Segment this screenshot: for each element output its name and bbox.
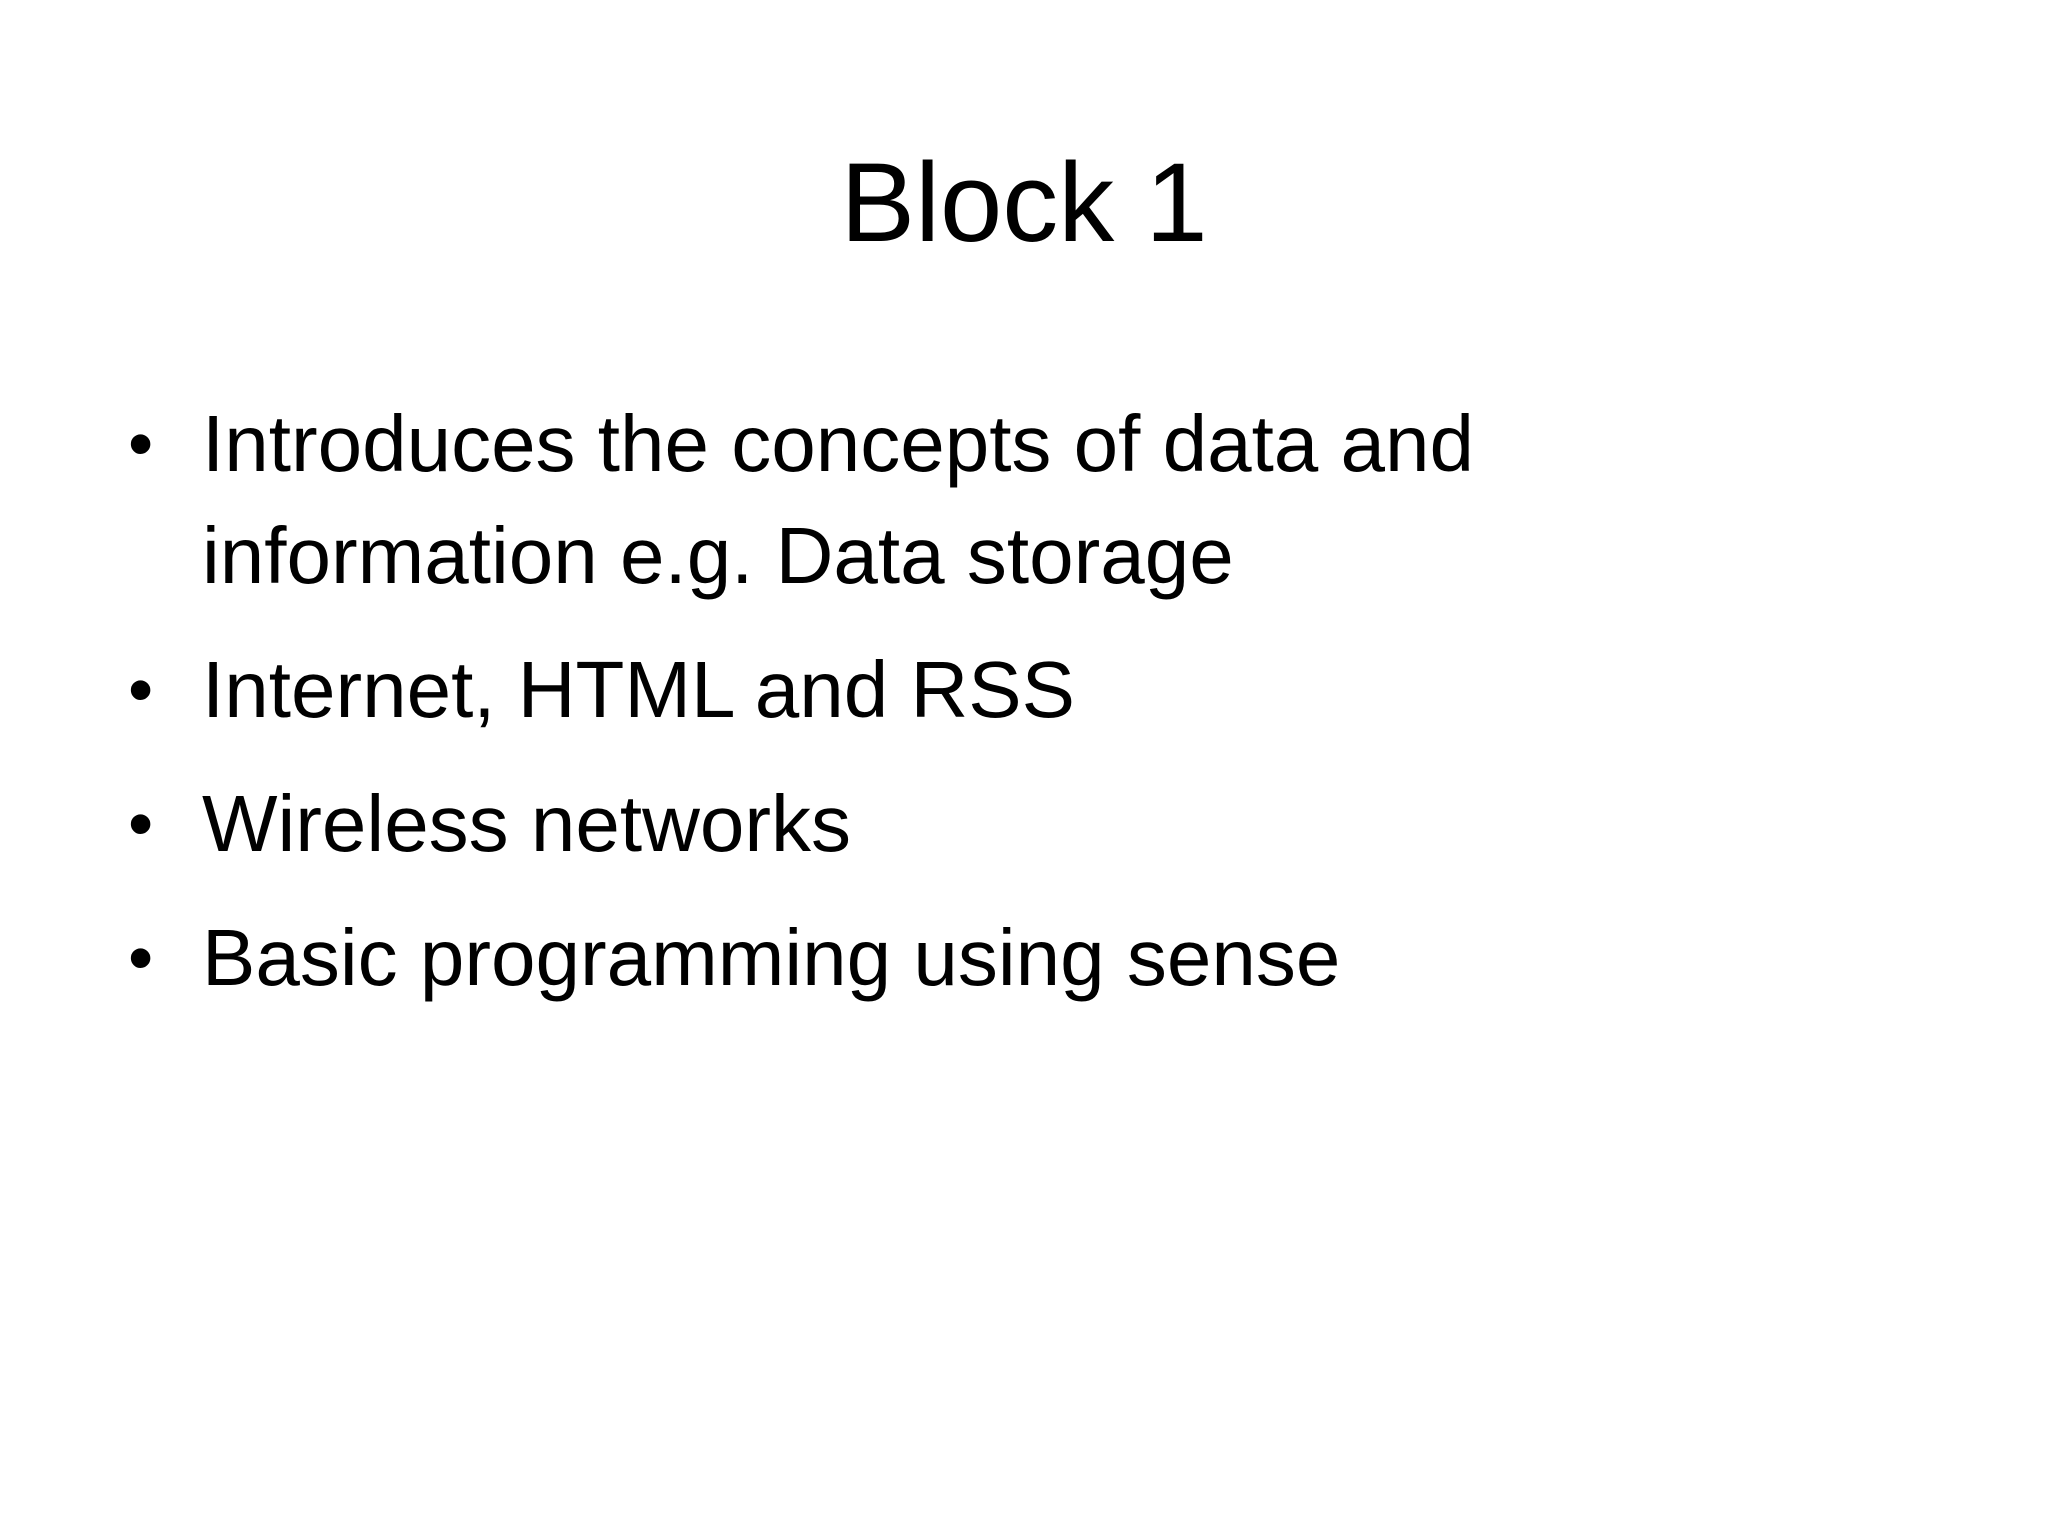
bullet-item: • Introduces the concepts of data and in… — [120, 388, 1620, 612]
bullet-list: • Introduces the concepts of data and in… — [120, 388, 1620, 1036]
slide-title: Block 1 — [840, 140, 1208, 265]
bullet-item: • Basic programming using sense — [120, 902, 1620, 1014]
bullet-marker: • — [128, 784, 154, 864]
bullet-marker: • — [128, 918, 154, 998]
bullet-text: Introduces the concepts of data and info… — [202, 399, 1474, 600]
bullet-item: • Internet, HTML and RSS — [120, 634, 1620, 746]
bullet-text: Basic programming using sense — [202, 913, 1341, 1002]
bullet-marker: • — [128, 404, 154, 484]
bullet-item: • Wireless networks — [120, 768, 1620, 880]
bullet-marker: • — [128, 650, 154, 730]
bullet-text: Wireless networks — [202, 779, 852, 868]
bullet-text: Internet, HTML and RSS — [202, 645, 1075, 734]
